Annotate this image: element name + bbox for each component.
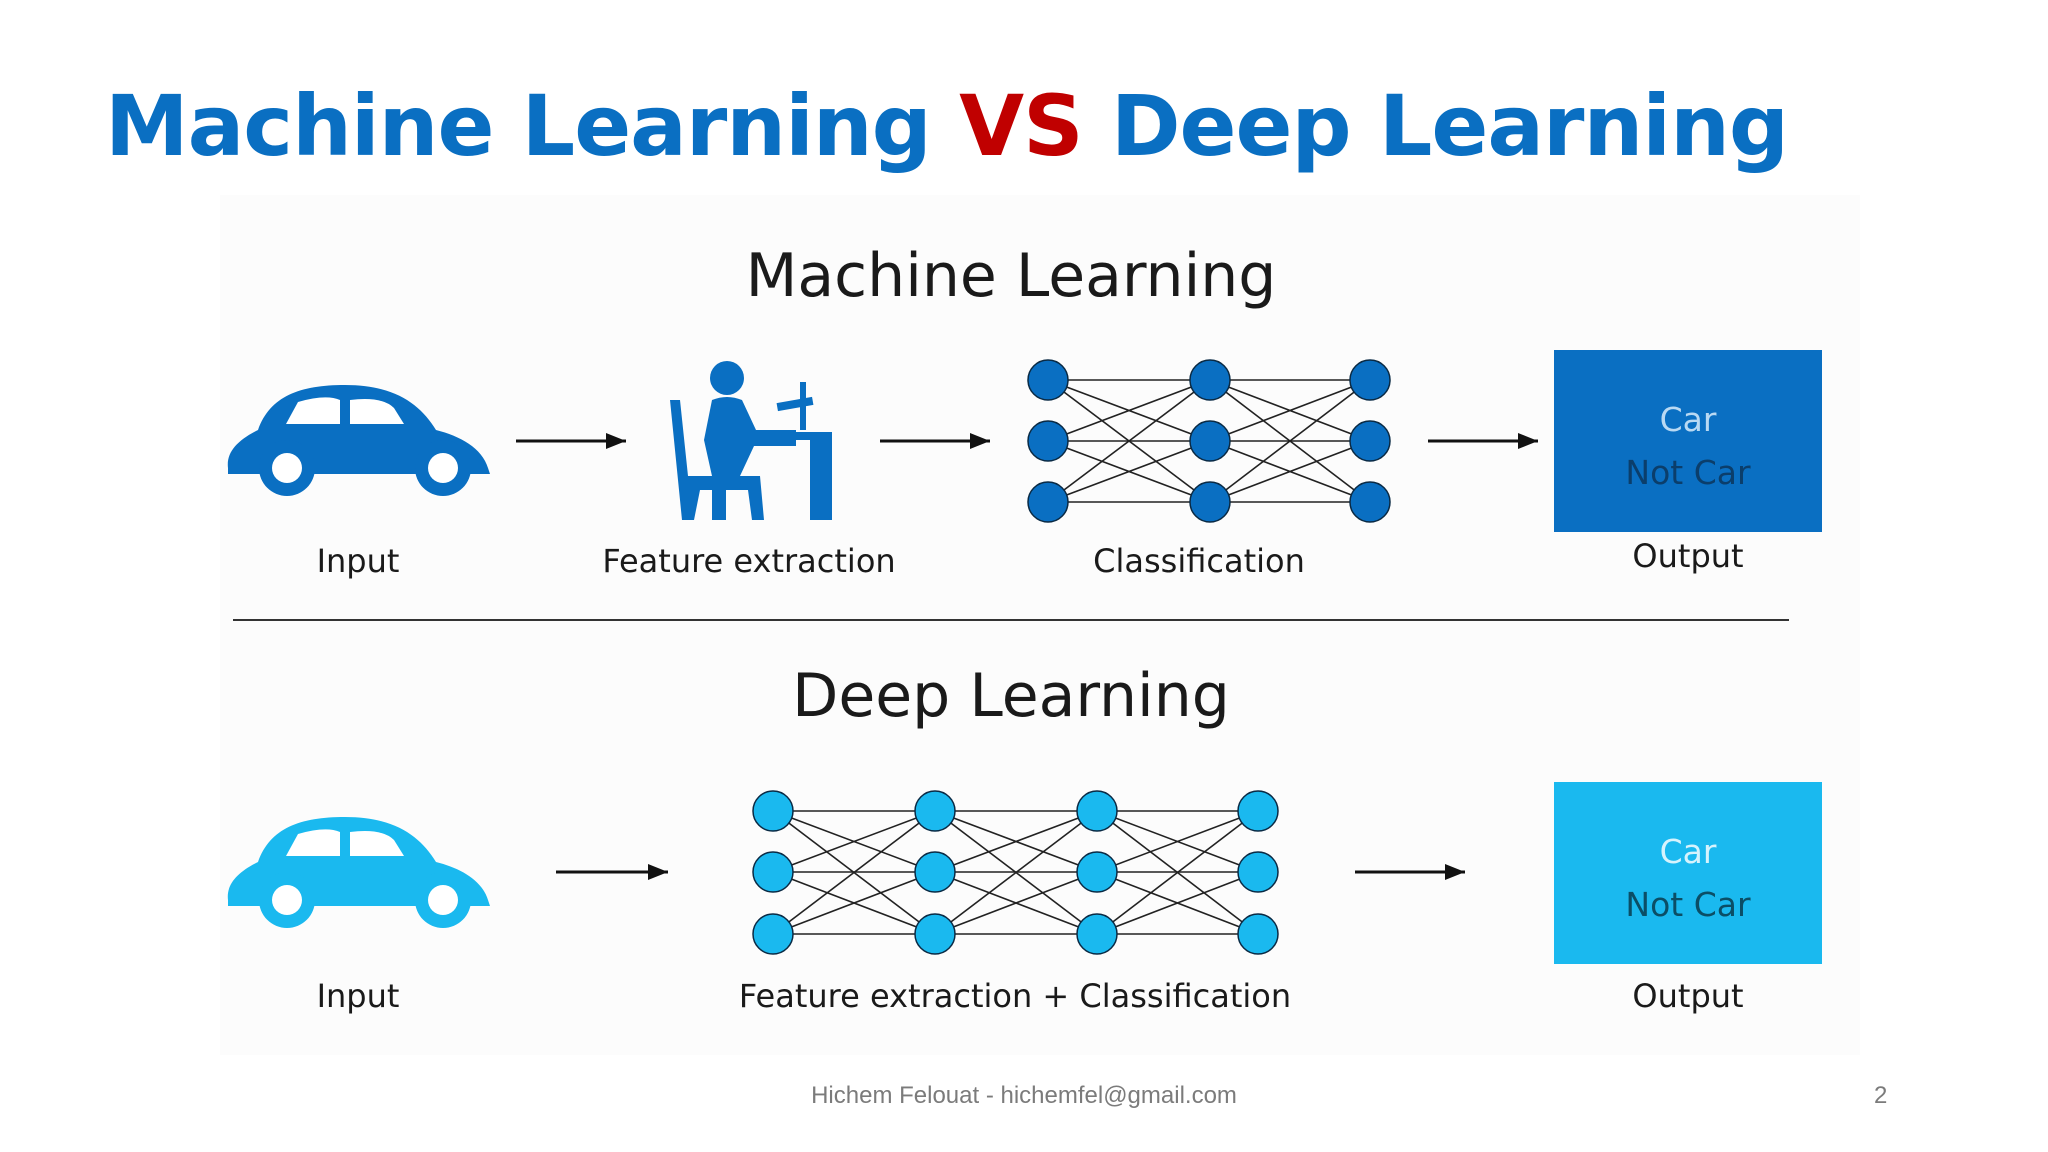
network-connection xyxy=(1096,810,1259,935)
network-node xyxy=(1189,481,1231,523)
title-machine-learning: Machine Learning xyxy=(105,77,932,175)
network-node xyxy=(1076,913,1118,955)
network-node xyxy=(752,851,794,893)
dl-car-icon xyxy=(227,817,490,928)
network-node xyxy=(1076,851,1118,893)
network-node xyxy=(1189,359,1231,401)
network-connection xyxy=(1047,440,1211,503)
ml-output-label: Output xyxy=(1632,537,1743,575)
network-node xyxy=(1189,420,1231,462)
network-node xyxy=(752,913,794,955)
dl-combined-label: Feature extraction + Classification xyxy=(739,977,1291,1015)
dl-output-label: Output xyxy=(1632,977,1743,1015)
network-connection xyxy=(1096,810,1259,873)
ml-person-at-desk-icon xyxy=(670,361,832,520)
network-node xyxy=(1027,420,1069,462)
network-node xyxy=(914,851,956,893)
title-deep-learning: Deep Learning xyxy=(1110,77,1789,175)
dl-output-car: Car xyxy=(1660,832,1717,871)
network-node xyxy=(752,790,794,832)
network-connection xyxy=(934,810,1098,873)
network-connection xyxy=(1209,379,1371,503)
ml-output-box xyxy=(1554,350,1822,532)
network-node xyxy=(1349,481,1391,523)
network-node xyxy=(914,913,956,955)
ml-heading: Machine Learning xyxy=(746,241,1277,311)
footer-author: Hichem Felouat - hichemfel@gmail.com xyxy=(811,1082,1237,1109)
network-node xyxy=(1237,790,1279,832)
network-connection xyxy=(772,871,936,935)
network-node xyxy=(1237,913,1279,955)
title-vs: VS xyxy=(959,77,1084,175)
network-node xyxy=(1349,420,1391,462)
network-connection xyxy=(934,810,1098,935)
dl-output-not-car: Not Car xyxy=(1625,885,1751,924)
network-node xyxy=(1027,481,1069,523)
ml-classification-label: Classification xyxy=(1093,542,1305,580)
page-number: 2 xyxy=(1874,1082,1888,1109)
slide-title: Machine Learning VS Deep Learning xyxy=(105,77,1789,175)
dl-neural-network-icon xyxy=(752,790,1279,955)
ml-neural-network-icon xyxy=(1027,359,1391,523)
network-node xyxy=(1076,790,1118,832)
network-connection xyxy=(934,871,1098,935)
dl-input-label: Input xyxy=(317,977,400,1015)
ml-output-not-car: Not Car xyxy=(1625,453,1751,492)
network-connection xyxy=(1209,379,1371,442)
dl-heading: Deep Learning xyxy=(792,661,1230,731)
ml-car-icon xyxy=(227,385,490,496)
network-node xyxy=(914,790,956,832)
network-connection xyxy=(1047,379,1211,503)
network-node xyxy=(1349,359,1391,401)
network-connection xyxy=(1047,379,1211,442)
ml-input-label: Input xyxy=(317,542,400,580)
ml-output-car: Car xyxy=(1660,400,1717,439)
network-connection xyxy=(772,810,936,873)
ml-feature-label: Feature extraction xyxy=(602,542,895,580)
network-connection xyxy=(1096,871,1259,935)
network-node xyxy=(1027,359,1069,401)
network-connection xyxy=(772,810,936,935)
network-node xyxy=(1237,851,1279,893)
dl-output-box xyxy=(1554,782,1822,964)
network-connection xyxy=(1209,440,1371,503)
